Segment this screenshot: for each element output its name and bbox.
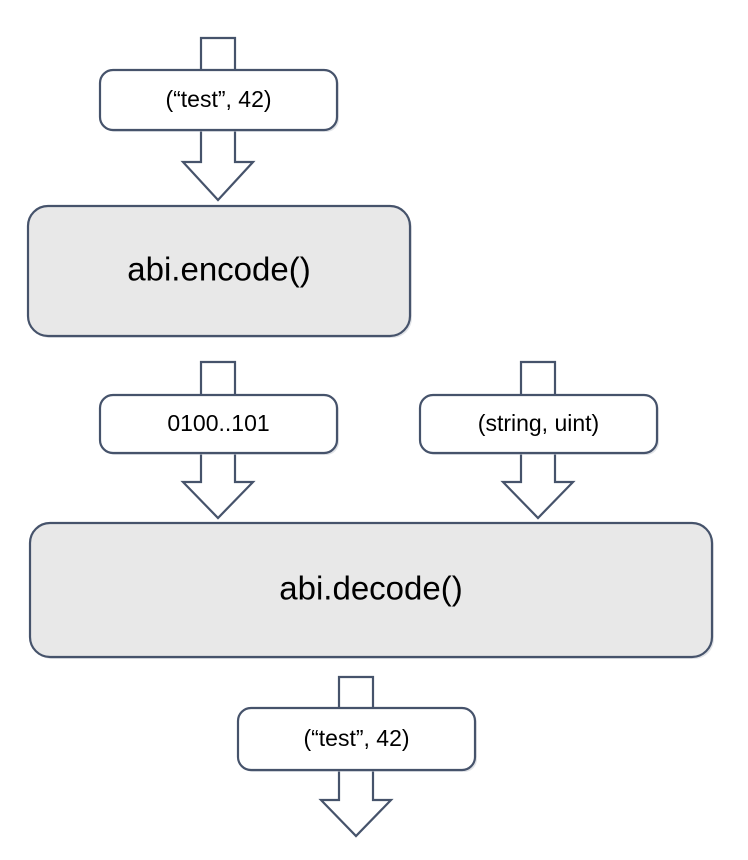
connector-stub-into-input-top xyxy=(199,36,237,71)
connector-arrow-encoded-bytes-to-decode xyxy=(180,452,256,520)
connector-stub-into-encoded-bytes xyxy=(199,360,237,396)
node-abi-encode: abi.encode() xyxy=(26,204,412,338)
connector-stub-into-output-bottom xyxy=(337,675,375,709)
connector-layer xyxy=(180,36,576,838)
node-layer: (“test”, 42) abi.encode() 0100..101 (string… xyxy=(26,68,714,772)
connector-arrow-type-tuple-to-decode xyxy=(500,452,576,520)
node-label-input-tuple-top: (“test”, 42) xyxy=(165,86,271,112)
connector-arrow-output-bottom-exit xyxy=(318,769,394,838)
connector-stub-shape xyxy=(337,675,375,709)
connector-stub-shape xyxy=(199,36,237,71)
arrow-head-shape xyxy=(180,129,256,202)
data-box-shape xyxy=(98,393,339,455)
arrow-head-shape xyxy=(180,452,256,520)
arrow-head-shape xyxy=(500,452,576,520)
node-label-abi-encode: abi.encode() xyxy=(127,251,310,288)
connector-stub-into-type-tuple xyxy=(519,360,557,396)
data-box-shape xyxy=(98,68,339,132)
process-box-shape xyxy=(28,521,714,659)
node-output-tuple-bottom: (“test”, 42) xyxy=(236,706,477,772)
node-label-abi-decode: abi.decode() xyxy=(279,570,462,607)
connector-arrow-input-to-encode xyxy=(180,129,256,202)
data-box-shape xyxy=(418,393,659,455)
node-type-tuple: (string, uint) xyxy=(418,393,659,455)
connector-stub-shape xyxy=(519,360,557,396)
data-box-shape xyxy=(236,706,477,772)
process-box-shape xyxy=(26,204,412,338)
node-encoded-bytes: 0100..101 xyxy=(98,393,339,455)
node-label-encoded-bytes: 0100..101 xyxy=(167,410,269,436)
node-input-tuple-top: (“test”, 42) xyxy=(98,68,339,132)
node-label-output-tuple-bottom: (“test”, 42) xyxy=(303,725,409,751)
arrow-head-shape xyxy=(318,769,394,838)
node-abi-decode: abi.decode() xyxy=(28,521,714,659)
connector-stub-shape xyxy=(199,360,237,396)
node-label-type-tuple: (string, uint) xyxy=(478,410,599,436)
